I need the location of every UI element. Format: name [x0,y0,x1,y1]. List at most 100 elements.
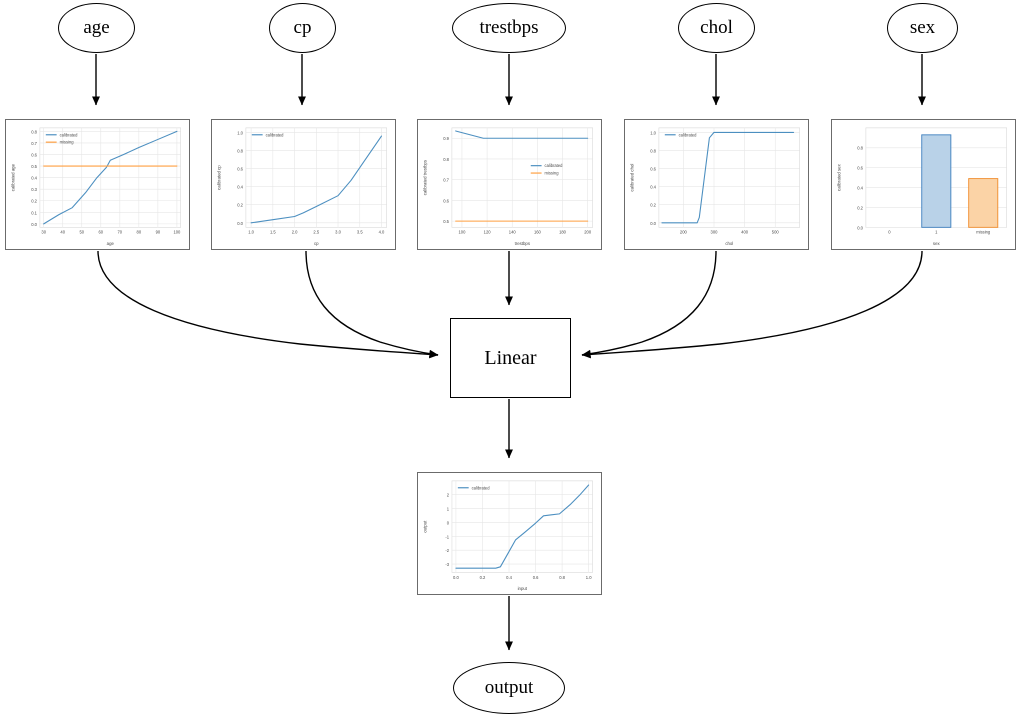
svg-text:2: 2 [447,493,450,498]
edge-cp-plot-to-linear [305,250,439,358]
svg-text:100: 100 [459,230,467,235]
svg-text:calibrated sex: calibrated sex [836,163,841,191]
edge-age-plot-to-linear [97,250,439,359]
node-sex-label: sex [909,17,936,38]
node-chol-label: chol [700,17,733,38]
svg-text:60: 60 [98,230,103,235]
svg-text:0.8: 0.8 [31,129,37,134]
svg-text:chol: chol [725,241,733,246]
svg-text:1.0: 1.0 [650,130,656,135]
svg-text:calibrated: calibrated [266,132,285,137]
svg-text:0.4: 0.4 [857,186,863,191]
svg-text:140: 140 [509,230,517,235]
svg-text:100: 100 [173,230,181,235]
svg-text:0.4: 0.4 [31,176,37,181]
svg-text:sex: sex [933,241,941,246]
svg-text:missing: missing [60,140,75,145]
svg-text:input: input [518,586,528,591]
svg-text:0.2: 0.2 [31,199,37,204]
svg-text:0.8: 0.8 [857,146,863,151]
svg-text:calibrated: calibrated [472,485,491,490]
svg-text:50: 50 [79,230,84,235]
svg-text:age: age [107,241,115,246]
svg-text:calibrated: calibrated [60,132,79,137]
svg-text:180: 180 [559,230,567,235]
svg-text:1.0: 1.0 [586,575,592,580]
svg-text:calibrated chol: calibrated chol [629,164,634,192]
svg-text:1.0: 1.0 [248,230,254,235]
svg-text:0.0: 0.0 [453,575,459,580]
svg-text:missing: missing [545,171,560,176]
svg-text:-2: -2 [445,548,449,553]
node-trestbps-label: trestbps [479,17,539,38]
node-output-label: output [484,677,534,698]
svg-text:2.5: 2.5 [313,230,319,235]
svg-text:70: 70 [118,230,123,235]
svg-text:missing: missing [976,230,991,235]
node-chol[interactable]: chol [678,3,755,53]
svg-text:200: 200 [584,230,592,235]
svg-text:500: 500 [772,230,780,235]
svg-text:160: 160 [534,230,542,235]
svg-text:calibrated: calibrated [679,132,698,137]
svg-text:0.5: 0.5 [31,164,37,169]
node-trestbps[interactable]: trestbps [452,3,566,53]
node-output[interactable]: output [453,662,565,714]
svg-text:200: 200 [680,230,688,235]
node-linear[interactable]: Linear [450,318,571,398]
svg-text:calibrated: calibrated [545,163,564,168]
svg-text:0: 0 [447,520,450,525]
svg-text:2.0: 2.0 [292,230,298,235]
svg-text:0: 0 [888,230,891,235]
svg-text:0.8: 0.8 [443,157,449,162]
svg-text:3.0: 3.0 [335,230,341,235]
node-cp[interactable]: cp [269,3,336,53]
svg-text:-3: -3 [445,562,449,567]
svg-text:0.8: 0.8 [237,148,243,153]
svg-text:output: output [422,520,427,533]
svg-text:90: 90 [156,230,161,235]
edge-chol-plot-to-linear [581,250,717,358]
svg-text:0.6: 0.6 [237,167,243,172]
svg-text:trestbps: trestbps [515,241,530,246]
svg-text:0.2: 0.2 [480,575,486,580]
svg-text:0.6: 0.6 [857,166,863,171]
svg-text:0.0: 0.0 [31,222,37,227]
svg-text:0.0: 0.0 [237,221,243,226]
node-sex[interactable]: sex [887,3,958,53]
svg-text:0.0: 0.0 [650,221,656,226]
svg-text:300: 300 [711,230,719,235]
svg-text:0.6: 0.6 [650,167,656,172]
svg-text:80: 80 [137,230,142,235]
node-linear-label: Linear [484,346,537,369]
node-age[interactable]: age [58,3,135,53]
svg-text:0.6: 0.6 [443,198,449,203]
svg-text:1.5: 1.5 [270,230,276,235]
svg-text:calibrated trestbps: calibrated trestbps [422,160,427,195]
svg-text:120: 120 [484,230,492,235]
svg-text:0.0: 0.0 [857,225,863,230]
svg-text:4.0: 4.0 [379,230,385,235]
svg-text:0.3: 0.3 [31,187,37,192]
svg-text:0.4: 0.4 [506,575,512,580]
svg-text:30: 30 [41,230,46,235]
svg-text:0.8: 0.8 [650,148,656,153]
svg-text:calibrated cp: calibrated cp [216,165,221,190]
svg-text:calibrated age: calibrated age [10,163,15,191]
svg-text:0.6: 0.6 [31,152,37,157]
svg-text:1: 1 [935,230,938,235]
svg-text:1.0: 1.0 [237,130,243,135]
svg-text:3.5: 3.5 [357,230,363,235]
svg-text:40: 40 [60,230,65,235]
